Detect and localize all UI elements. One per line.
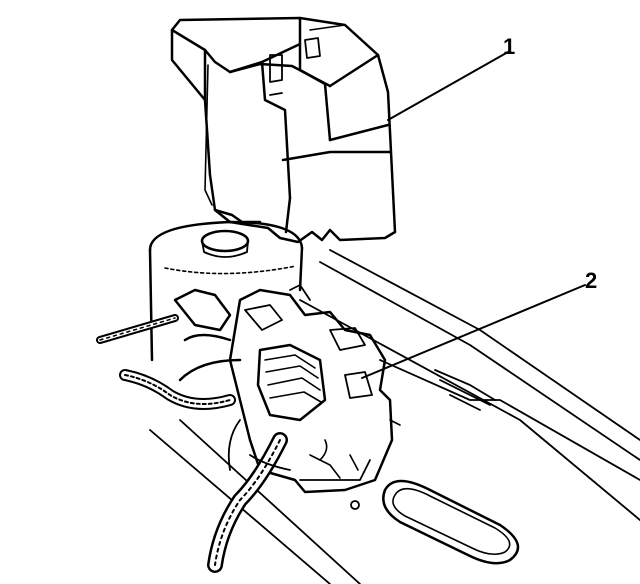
leader-line-1 — [387, 51, 509, 121]
reservoir-cylinder — [148, 220, 304, 362]
wiring-harness-left — [96, 288, 242, 410]
callout-label-1: 1 — [503, 34, 516, 59]
relay-center-block — [228, 284, 401, 510]
wiring-harness-lower — [207, 419, 291, 573]
leader-line-2 — [361, 284, 586, 379]
callout-label-2: 2 — [585, 268, 598, 293]
relay-cover — [170, 16, 397, 244]
floor-oval-opening — [382, 479, 520, 565]
